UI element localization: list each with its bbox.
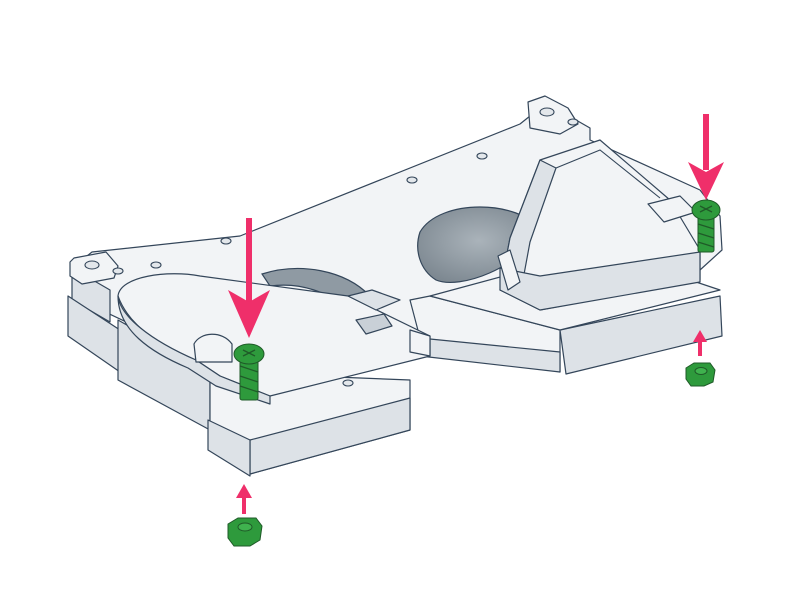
plate-holes	[150, 152, 488, 387]
mount-tab-left	[69, 251, 124, 285]
arrow-down-left-icon	[228, 218, 270, 338]
mount-tab-right	[527, 95, 579, 135]
arrow-up-left-icon	[236, 484, 252, 514]
screw-right	[691, 199, 721, 253]
cover-right	[497, 139, 701, 311]
screw-left	[233, 343, 265, 401]
nut-left	[227, 517, 263, 547]
nut-right	[685, 362, 716, 387]
arrow-up-right-icon	[693, 330, 707, 356]
arrow-down-right-icon	[688, 114, 724, 200]
